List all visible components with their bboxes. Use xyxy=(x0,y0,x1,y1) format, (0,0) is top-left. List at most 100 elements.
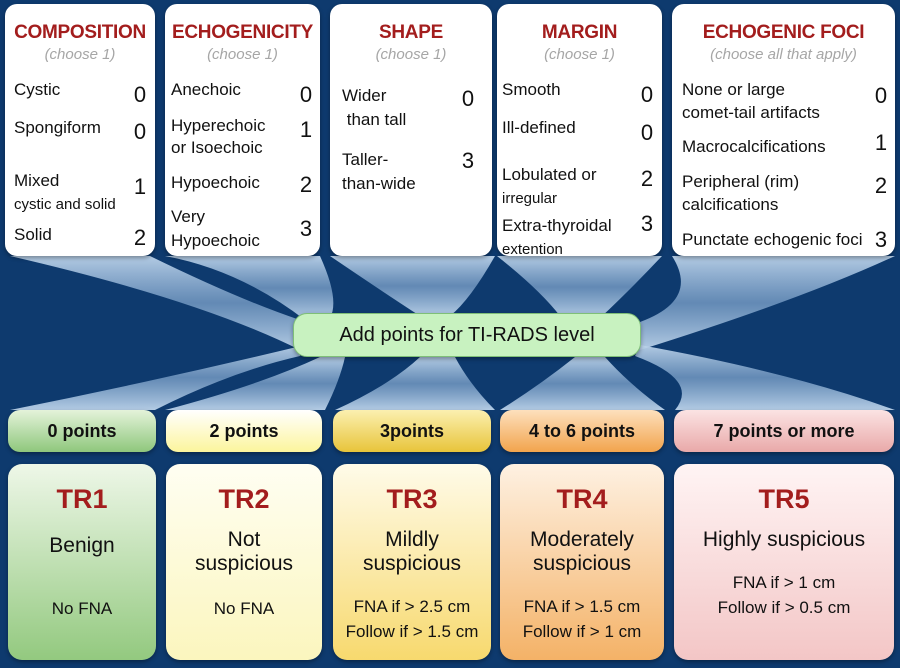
item-label-line2: comet-tail artifacts xyxy=(682,103,820,122)
item-label-line2: calcifications xyxy=(682,195,779,214)
item-label-line2: than-wide xyxy=(342,174,416,193)
category-title: COMPOSITION xyxy=(14,22,146,43)
item-label: Hyperechoic xyxy=(171,116,266,135)
ray-pts-4 xyxy=(500,357,665,410)
item-score: 3 xyxy=(299,216,313,241)
ray-foci xyxy=(640,256,895,350)
ray-composition xyxy=(10,256,300,350)
item-label: Anechoic xyxy=(171,80,241,99)
category-subtitle: (choose all that apply) xyxy=(710,46,857,63)
item-score: 1 xyxy=(133,174,147,199)
item-label-line2: extention xyxy=(502,241,563,258)
item-label: None or large xyxy=(682,80,786,99)
level-note: FNA if > 1 cm xyxy=(732,573,836,592)
item-label-line2: Hypoechoic xyxy=(171,231,260,250)
add-points-box: Add points for TI-RADS level xyxy=(293,313,641,357)
item-score: 0 xyxy=(299,82,313,107)
ray-margin xyxy=(497,256,662,318)
level-tr4: TR4 Moderately suspicious FNA if > 1.5 c… xyxy=(500,464,664,660)
item-label: Smooth xyxy=(502,80,561,99)
level-note: No FNA xyxy=(213,599,275,618)
item-label-line2: than tall xyxy=(342,110,407,129)
item-label: Very xyxy=(171,207,206,226)
level-tr3: TR3 Mildly suspicious FNA if > 2.5 cm Fo… xyxy=(333,464,491,660)
item-label: Ill-defined xyxy=(502,118,576,137)
item-label: Spongiform xyxy=(14,118,101,137)
item-score: 1 xyxy=(299,117,313,142)
level-tr2: TR2 Not suspicious No FNA xyxy=(166,464,322,660)
category-subtitle: (choose 1) xyxy=(375,46,447,63)
item-score: 2 xyxy=(133,225,147,250)
item-label: Punctate echogenic foci xyxy=(682,230,863,249)
category-composition: COMPOSITION (choose 1) Cystic 0 Spongifo… xyxy=(5,4,155,256)
ray-pts-1 xyxy=(10,345,305,410)
ray-pts-3 xyxy=(335,357,495,410)
item-score: 0 xyxy=(640,82,654,107)
item-label-line2: cystic and solid xyxy=(14,196,116,213)
level-note: No FNA xyxy=(51,599,113,618)
category-echogenic-foci: ECHOGENIC FOCI (choose all that apply) N… xyxy=(672,4,895,256)
level-title: TR3 xyxy=(386,484,438,514)
category-title: SHAPE xyxy=(379,22,443,43)
level-title: TR5 xyxy=(758,484,810,514)
level-tr5: TR5 Highly suspicious FNA if > 1 cm Foll… xyxy=(674,464,894,660)
item-label: Cystic xyxy=(14,80,61,99)
level-title: TR2 xyxy=(218,484,270,514)
ray-shape xyxy=(330,256,495,316)
item-score: 2 xyxy=(299,172,313,197)
level-note: FNA if > 2.5 cm xyxy=(353,597,471,616)
item-score: 0 xyxy=(133,119,147,144)
item-label: Wider xyxy=(342,86,387,105)
level-desc-line2: suspicious xyxy=(532,552,632,575)
item-label: Hypoechoic xyxy=(171,173,260,192)
category-title: ECHOGENIC FOCI xyxy=(702,22,865,43)
level-tr1: TR1 Benign No FNA xyxy=(8,464,156,660)
level-title: TR1 xyxy=(56,484,108,514)
level-note-line2: Follow if > 1.5 cm xyxy=(345,622,479,641)
points-tr2: 2 points xyxy=(166,410,322,452)
category-echogenicity: ECHOGENICITY (choose 1) Anechoic 0 Hyper… xyxy=(165,4,320,256)
item-score: 1 xyxy=(874,130,888,155)
points-tr3: 3points xyxy=(333,410,491,452)
points-tr1: 0 points xyxy=(8,410,156,452)
item-score: 0 xyxy=(874,83,888,108)
category-margin: MARGIN (choose 1) Smooth 0 Ill-defined 0… xyxy=(497,4,662,258)
level-note: FNA if > 1.5 cm xyxy=(523,597,641,616)
item-score: 0 xyxy=(461,86,475,111)
category-title: MARGIN xyxy=(541,22,618,43)
item-label-line2: or Isoechoic xyxy=(171,138,263,157)
level-note-line2: Follow if > 1 cm xyxy=(522,622,642,641)
item-label: Peripheral (rim) xyxy=(682,172,800,191)
ray-pts-2 xyxy=(165,357,345,410)
ray-echogenicity xyxy=(165,256,334,320)
level-desc: Moderately xyxy=(530,528,634,551)
item-label: Macrocalcifications xyxy=(682,137,826,156)
item-score: 2 xyxy=(640,166,654,191)
item-score: 0 xyxy=(640,120,654,145)
ray-pts-5 xyxy=(635,345,895,410)
item-label: Extra-thyroidal xyxy=(502,216,612,235)
category-title: ECHOGENICITY xyxy=(171,22,314,43)
points-tr4: 4 to 6 points xyxy=(500,410,664,452)
level-desc: Not xyxy=(227,528,261,551)
item-label: Mixed xyxy=(14,171,60,190)
item-label: Taller- xyxy=(342,150,389,169)
item-score: 2 xyxy=(874,173,888,198)
category-subtitle: (choose 1) xyxy=(44,46,116,63)
category-shape: SHAPE (choose 1) Wider than tall 0 Talle… xyxy=(330,4,492,256)
item-score: 3 xyxy=(874,227,888,252)
item-score: 3 xyxy=(640,211,654,236)
level-note-line2: Follow if > 0.5 cm xyxy=(717,598,851,617)
points-tr5: 7 points or more xyxy=(674,410,894,452)
level-title: TR4 xyxy=(556,484,608,514)
category-subtitle: (choose 1) xyxy=(544,46,615,63)
level-desc-line2: suspicious xyxy=(362,552,462,575)
item-label: Solid xyxy=(14,225,52,244)
item-score: 0 xyxy=(133,82,147,107)
item-score: 3 xyxy=(461,148,475,173)
item-label: Lobulated or xyxy=(502,165,597,184)
item-label-line2: irregular xyxy=(502,190,558,207)
level-desc: Highly suspicious xyxy=(702,528,866,551)
